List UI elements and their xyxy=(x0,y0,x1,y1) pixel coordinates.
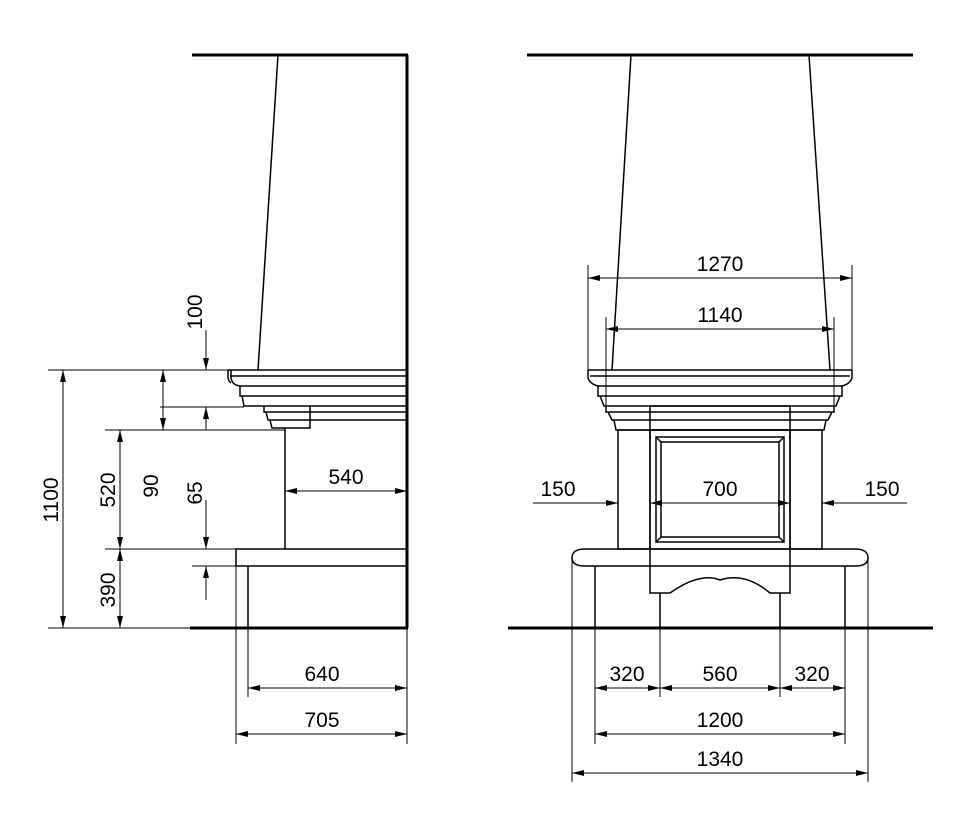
dim-label-700: 700 xyxy=(702,478,737,501)
front-base-legs xyxy=(594,566,846,628)
front-firebox xyxy=(649,405,791,550)
front-hearth-slab xyxy=(571,548,869,567)
dim-label-1340: 1340 xyxy=(697,748,744,771)
dim-label-150-left: 150 xyxy=(540,478,575,501)
dim-label-1270: 1270 xyxy=(697,253,744,276)
dim-label-390: 390 xyxy=(97,572,120,607)
front-view xyxy=(508,53,933,782)
side-view xyxy=(48,53,409,744)
side-hood-front-edge xyxy=(257,54,279,371)
dim-label-1140: 1140 xyxy=(697,304,742,327)
front-apron xyxy=(649,549,791,594)
side-mantel-shelf xyxy=(227,369,407,429)
dim-label-1200: 1200 xyxy=(697,709,744,732)
dim-label-320-right: 320 xyxy=(794,663,829,686)
dim-label-65: 65 xyxy=(184,481,207,504)
dim-label-1100: 1100 xyxy=(40,477,63,522)
front-hood-left-edge xyxy=(611,54,632,371)
front-extension-lines xyxy=(571,265,869,782)
dim-label-90: 90 xyxy=(140,474,163,497)
dim-label-640: 640 xyxy=(304,663,339,686)
dim-label-540: 540 xyxy=(328,466,363,489)
side-dimension-lines xyxy=(60,330,407,737)
dim-label-560: 560 xyxy=(702,663,737,686)
front-hood-right-edge xyxy=(808,54,831,371)
side-hearth-slab xyxy=(235,548,408,567)
dim-label-150-right: 150 xyxy=(864,478,899,501)
dim-label-100: 100 xyxy=(184,294,207,329)
front-left-column xyxy=(617,429,651,550)
dim-label-320-left: 320 xyxy=(609,663,644,686)
dim-label-705: 705 xyxy=(304,709,339,732)
front-mantel xyxy=(587,369,853,431)
front-right-column xyxy=(789,429,823,550)
dim-label-520: 520 xyxy=(97,472,120,507)
front-dimension-lines xyxy=(533,275,907,776)
